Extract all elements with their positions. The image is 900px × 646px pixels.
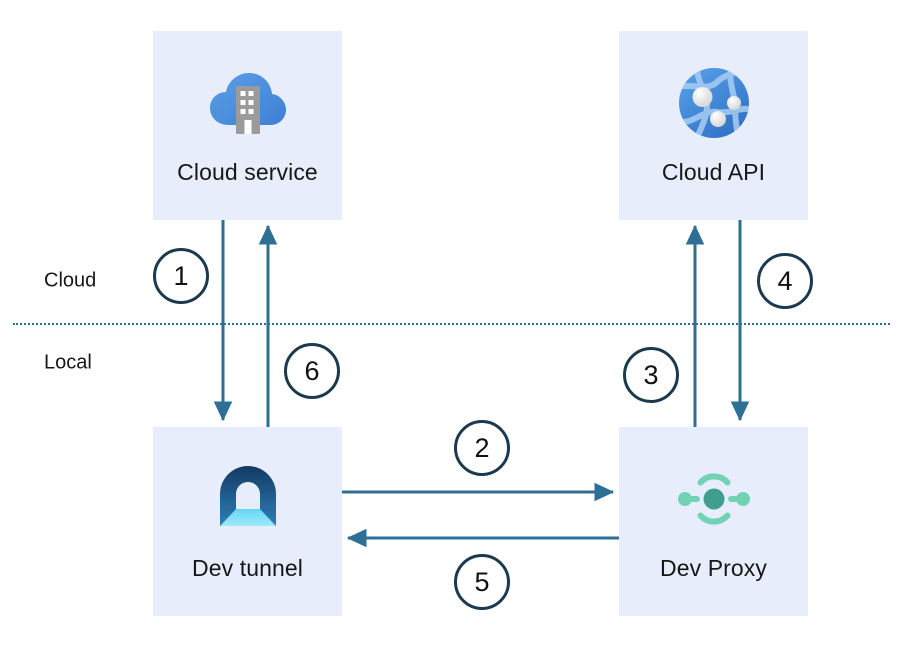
node-label-dev-proxy: Dev Proxy (660, 555, 767, 581)
node-cloud-api[interactable]: Cloud API (619, 31, 808, 220)
zone-label-local: Local (44, 351, 92, 374)
step-badge-6[interactable]: 6 (284, 343, 340, 399)
proxy-target-icon (672, 457, 756, 541)
step-badge-1[interactable]: 1 (153, 248, 209, 304)
node-label-dev-tunnel: Dev tunnel (192, 555, 303, 581)
step-badge-2[interactable]: 2 (454, 420, 510, 476)
node-label-cloud-api: Cloud API (661, 159, 766, 185)
node-cloud-service[interactable]: Cloud service (153, 31, 342, 220)
step-badge-4[interactable]: 4 (757, 253, 813, 309)
cloud-local-boundary-divider (13, 323, 890, 325)
node-dev-proxy[interactable]: Dev Proxy (619, 427, 808, 616)
cloud-building-icon (206, 61, 290, 145)
node-label-cloud-service: Cloud service (177, 159, 318, 185)
step-badge-5[interactable]: 5 (454, 554, 510, 610)
globe-network-icon (672, 61, 756, 145)
node-dev-tunnel[interactable]: Dev tunnel (153, 427, 342, 616)
tunnel-icon (206, 457, 290, 541)
zone-label-cloud: Cloud (44, 269, 97, 292)
step-badge-3[interactable]: 3 (623, 347, 679, 403)
